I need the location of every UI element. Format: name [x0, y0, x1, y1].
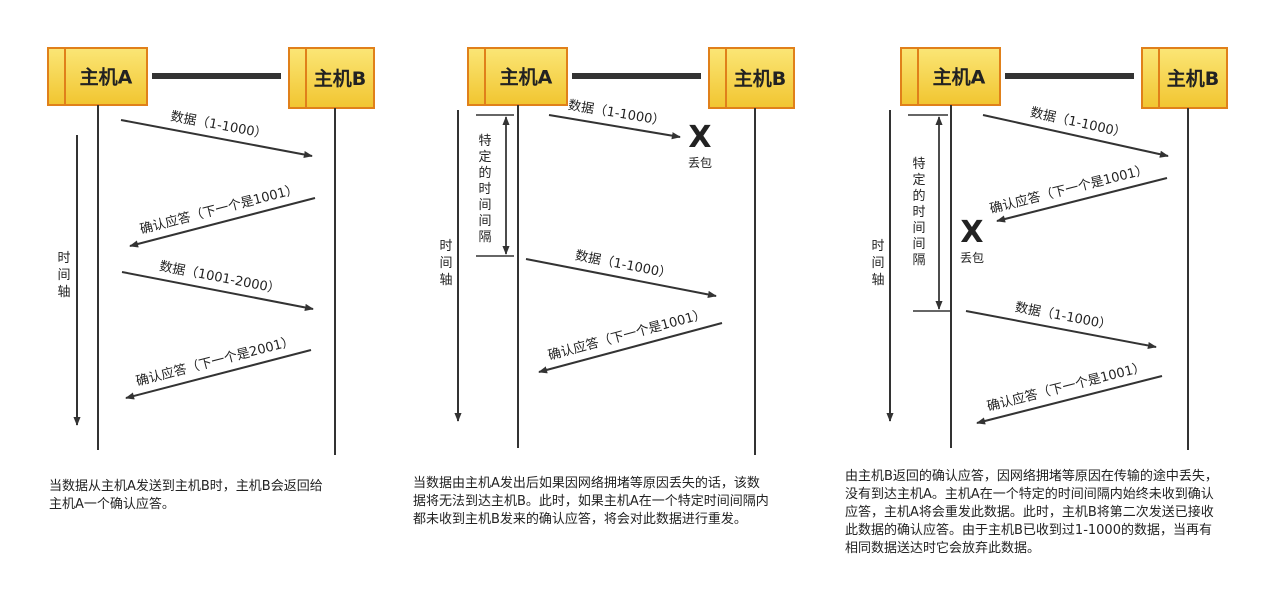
host-b-box-2-body: [708, 47, 795, 109]
caption-panel-3: 由主机B返回的确认应答，因网络拥堵等原因在传输的途中丢失， 没有到达主机A。主机…: [845, 468, 1255, 558]
vertical-char: 的: [912, 188, 925, 204]
caption-line: 主机A一个确认应答。: [49, 497, 175, 512]
host-b-box-1: 主机B: [288, 47, 375, 109]
interval-label-3: 特定的时间间隔: [912, 157, 925, 268]
caption-line: 都未收到主机B发来的确认应答，将会对此数据进行重发。: [413, 512, 747, 527]
host-label: 主机B: [734, 68, 786, 90]
host-b-box-2: 主机B: [708, 47, 795, 109]
message-2-1-arrow: [548, 114, 681, 140]
vertical-char: 轴: [871, 273, 884, 288]
vertical-char: 间: [439, 256, 452, 271]
message-1-4-label-group: 确认应答（下一个是2001）: [134, 333, 296, 389]
message-2-3-label: 确认应答（下一个是1001）: [546, 306, 708, 364]
message-1-1-arrow: [120, 119, 313, 159]
message-1-1-label: 数据（1-1000）: [169, 109, 268, 142]
vertical-char: 的: [478, 165, 491, 181]
caption-line: 没有到达主机A。主机A在一个特定的时间间隔内始终未收到确认: [845, 487, 1214, 502]
host-a-box-3: 主机A: [900, 47, 1001, 106]
vertical-char: 轴: [439, 273, 452, 288]
packet-loss-3-label: 丢包: [960, 251, 984, 265]
vertical-char: 定: [912, 173, 925, 188]
vertical-char: 间: [478, 198, 491, 213]
caption-line: 据将无法到达主机B。此时，如果主机A在一个特定时间间隔内: [413, 494, 769, 509]
vertical-char: 隔: [912, 253, 925, 268]
vertical-char: 隔: [478, 230, 491, 245]
host-label: 主机B: [314, 68, 366, 90]
time-axis-label-3: 时间轴: [871, 239, 884, 288]
host-b-box-1-body: [288, 47, 375, 109]
caption-line: 由主机B返回的确认应答，因网络拥堵等原因在传输的途中丢失，: [845, 469, 1218, 484]
interval-label-2: 特定的时间间隔: [478, 134, 491, 245]
message-2-2-label-group: 数据（1-1000）: [574, 248, 673, 281]
message-1-3-arrow: [121, 271, 314, 311]
caption-line: 应答，主机A将会重发此数据。此时，主机B将第二次发送已接收: [845, 505, 1214, 520]
message-1-4-label: 确认应答（下一个是2001）: [134, 333, 296, 389]
caption-line: 当数据从主机A发送到主机B时，主机B会返回给: [49, 479, 323, 494]
message-2-2-label: 数据（1-1000）: [574, 248, 673, 281]
message-1-2-label: 确认应答（下一个是1001）: [138, 181, 300, 237]
vertical-char: 定: [478, 150, 491, 165]
time-axis-label-2: 时间轴: [439, 239, 452, 288]
packet-loss-2-x: X: [688, 120, 711, 155]
message-3-3-arrow: [965, 310, 1157, 350]
host-b-box-3: 主机B: [1141, 47, 1228, 109]
vertical-char: 时: [439, 239, 452, 254]
host-label: 主机A: [80, 67, 133, 89]
vertical-char: 时: [871, 239, 884, 254]
vertical-char: 轴: [57, 285, 70, 300]
message-3-4-arrow: [976, 375, 1163, 425]
vertical-char: 间: [912, 221, 925, 236]
packet-loss-2-label: 丢包: [688, 156, 712, 170]
message-2-1-label-group: 数据（1-1000）: [567, 98, 666, 129]
vertical-char: 时: [478, 182, 491, 197]
message-1-2-label-group: 确认应答（下一个是1001）: [138, 181, 300, 237]
message-1-1-label-group: 数据（1-1000）: [169, 109, 268, 142]
vertical-char: 特: [912, 157, 925, 172]
vertical-char: 间: [912, 237, 925, 252]
message-3-2-arrow: [996, 177, 1168, 223]
caption-line: 此数据的确认应答。由于主机B已收到过1-1000的数据，当再有: [845, 523, 1212, 538]
host-label: 主机A: [500, 67, 553, 89]
host-a-box-1: 主机A: [47, 47, 148, 106]
host-a-box-2: 主机A: [467, 47, 568, 106]
vertical-char: 间: [57, 268, 70, 283]
caption-line: 当数据由主机A发出后如果因网络拥堵等原因丢失的话，该数: [413, 476, 760, 491]
vertical-char: 间: [478, 214, 491, 229]
message-1-2-arrow: [129, 197, 316, 248]
vertical-char: 间: [871, 256, 884, 271]
packet-loss-3-x: X: [960, 215, 983, 250]
message-3-1-arrow: [982, 114, 1169, 158]
vertical-char: 特: [478, 134, 491, 149]
host-label: 主机A: [933, 67, 986, 89]
message-2-3-arrow: [538, 322, 723, 374]
caption-panel-2: 当数据由主机A发出后如果因网络拥堵等原因丢失的话，该数 据将无法到达主机B。此时…: [413, 475, 808, 529]
message-2-2-arrow: [525, 258, 717, 298]
vertical-char: 时: [57, 251, 70, 266]
message-2-1-label: 数据（1-1000）: [567, 98, 666, 129]
message-2-3-label-group: 确认应答（下一个是1001）: [546, 306, 708, 364]
message-3-3-label-group: 数据（1-1000）: [1014, 300, 1113, 333]
host-b-box-3-body: [1141, 47, 1228, 109]
host-label: 主机B: [1167, 68, 1219, 90]
time-axis-label-1: 时间轴: [57, 251, 70, 300]
message-3-3-label: 数据（1-1000）: [1014, 300, 1113, 333]
vertical-char: 时: [912, 205, 925, 220]
caption-line: 相同数据送达时它会放弃此数据。: [845, 541, 1041, 556]
message-1-4-arrow: [125, 349, 312, 400]
caption-panel-1: 当数据从主机A发送到主机B时，主机B会返回给 主机A一个确认应答。: [49, 478, 379, 514]
